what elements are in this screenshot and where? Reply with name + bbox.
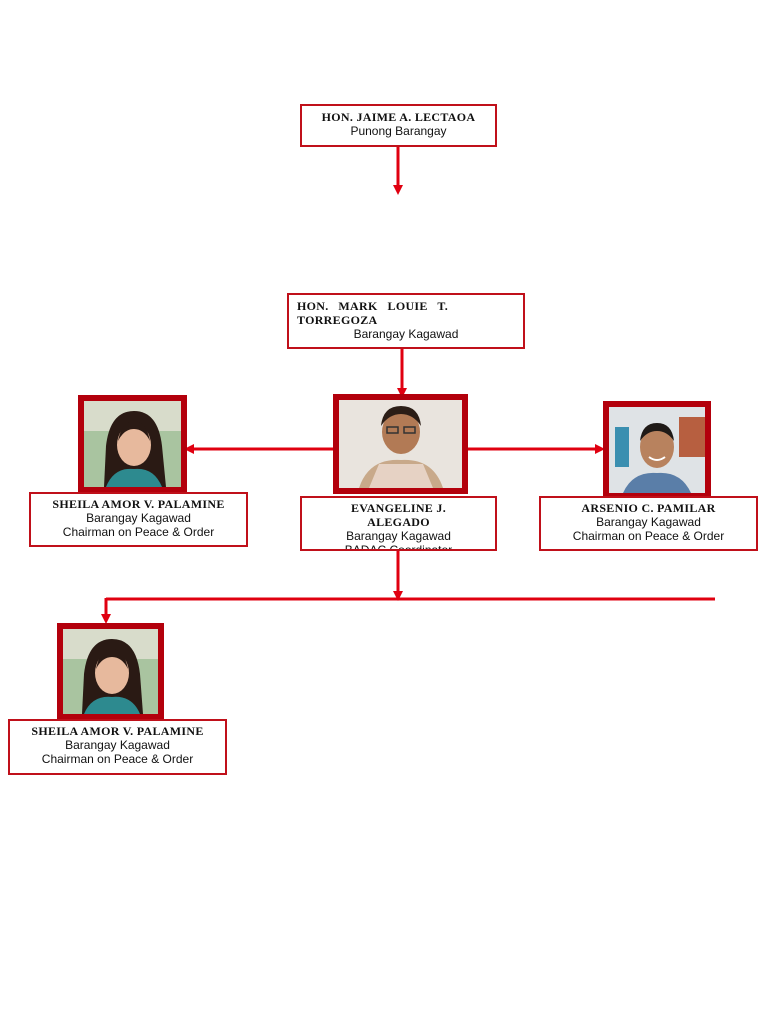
man-portrait-icon-right [609,407,705,493]
left-name: SHEILA AMOR V. PALAMINE [52,497,225,511]
woman-portrait-icon [84,401,181,487]
right-node: ARSENIO C. PAMILAR Barangay Kagawad Chai… [539,496,758,551]
bottom-photo-frame [57,623,164,720]
bottom-role2: Chairman on Peace & Order [41,752,194,766]
center-role2: BADAC Coordinator [344,543,453,551]
left-photo-frame [78,395,187,493]
man-portrait-icon [339,400,462,488]
left-node: SHEILA AMOR V. PALAMINE Barangay Kagawad… [29,492,248,547]
right-photo-frame [603,401,711,499]
left-role: Barangay Kagawad [86,511,191,525]
kagawad-head-role: Barangay Kagawad [353,327,459,341]
captain-name: HON. JAIME A. LECTAOA [321,110,476,124]
center-name-line1: EVANGELINE J. [350,501,447,515]
right-role: Barangay Kagawad [596,515,701,529]
center-name-line2: ALEGADO [367,515,430,529]
kagawad-head-name-line2: TORREGOZA [297,313,378,327]
bottom-node: SHEILA AMOR V. PALAMINE Barangay Kagawad… [8,719,227,775]
center-role: Barangay Kagawad [346,529,451,543]
kagawad-head-node: HON. MARK LOUIE T. TORREGOZA Barangay Ka… [287,293,525,349]
bottom-role: Barangay Kagawad [65,738,170,752]
kagawad-head-name-line1: HON. MARK LOUIE T. [297,299,449,313]
center-node: EVANGELINE J. ALEGADO Barangay Kagawad B… [300,496,497,551]
bottom-name: SHEILA AMOR V. PALAMINE [31,724,204,738]
captain-node: HON. JAIME A. LECTAOA Punong Barangay [300,104,497,147]
center-photo-frame [333,394,468,494]
captain-role: Punong Barangay [350,124,447,138]
woman-portrait-icon-bottom [63,629,158,714]
right-name: ARSENIO C. PAMILAR [581,501,716,515]
right-role2: Chairman on Peace & Order [572,529,725,543]
left-role2: Chairman on Peace & Order [62,525,215,539]
